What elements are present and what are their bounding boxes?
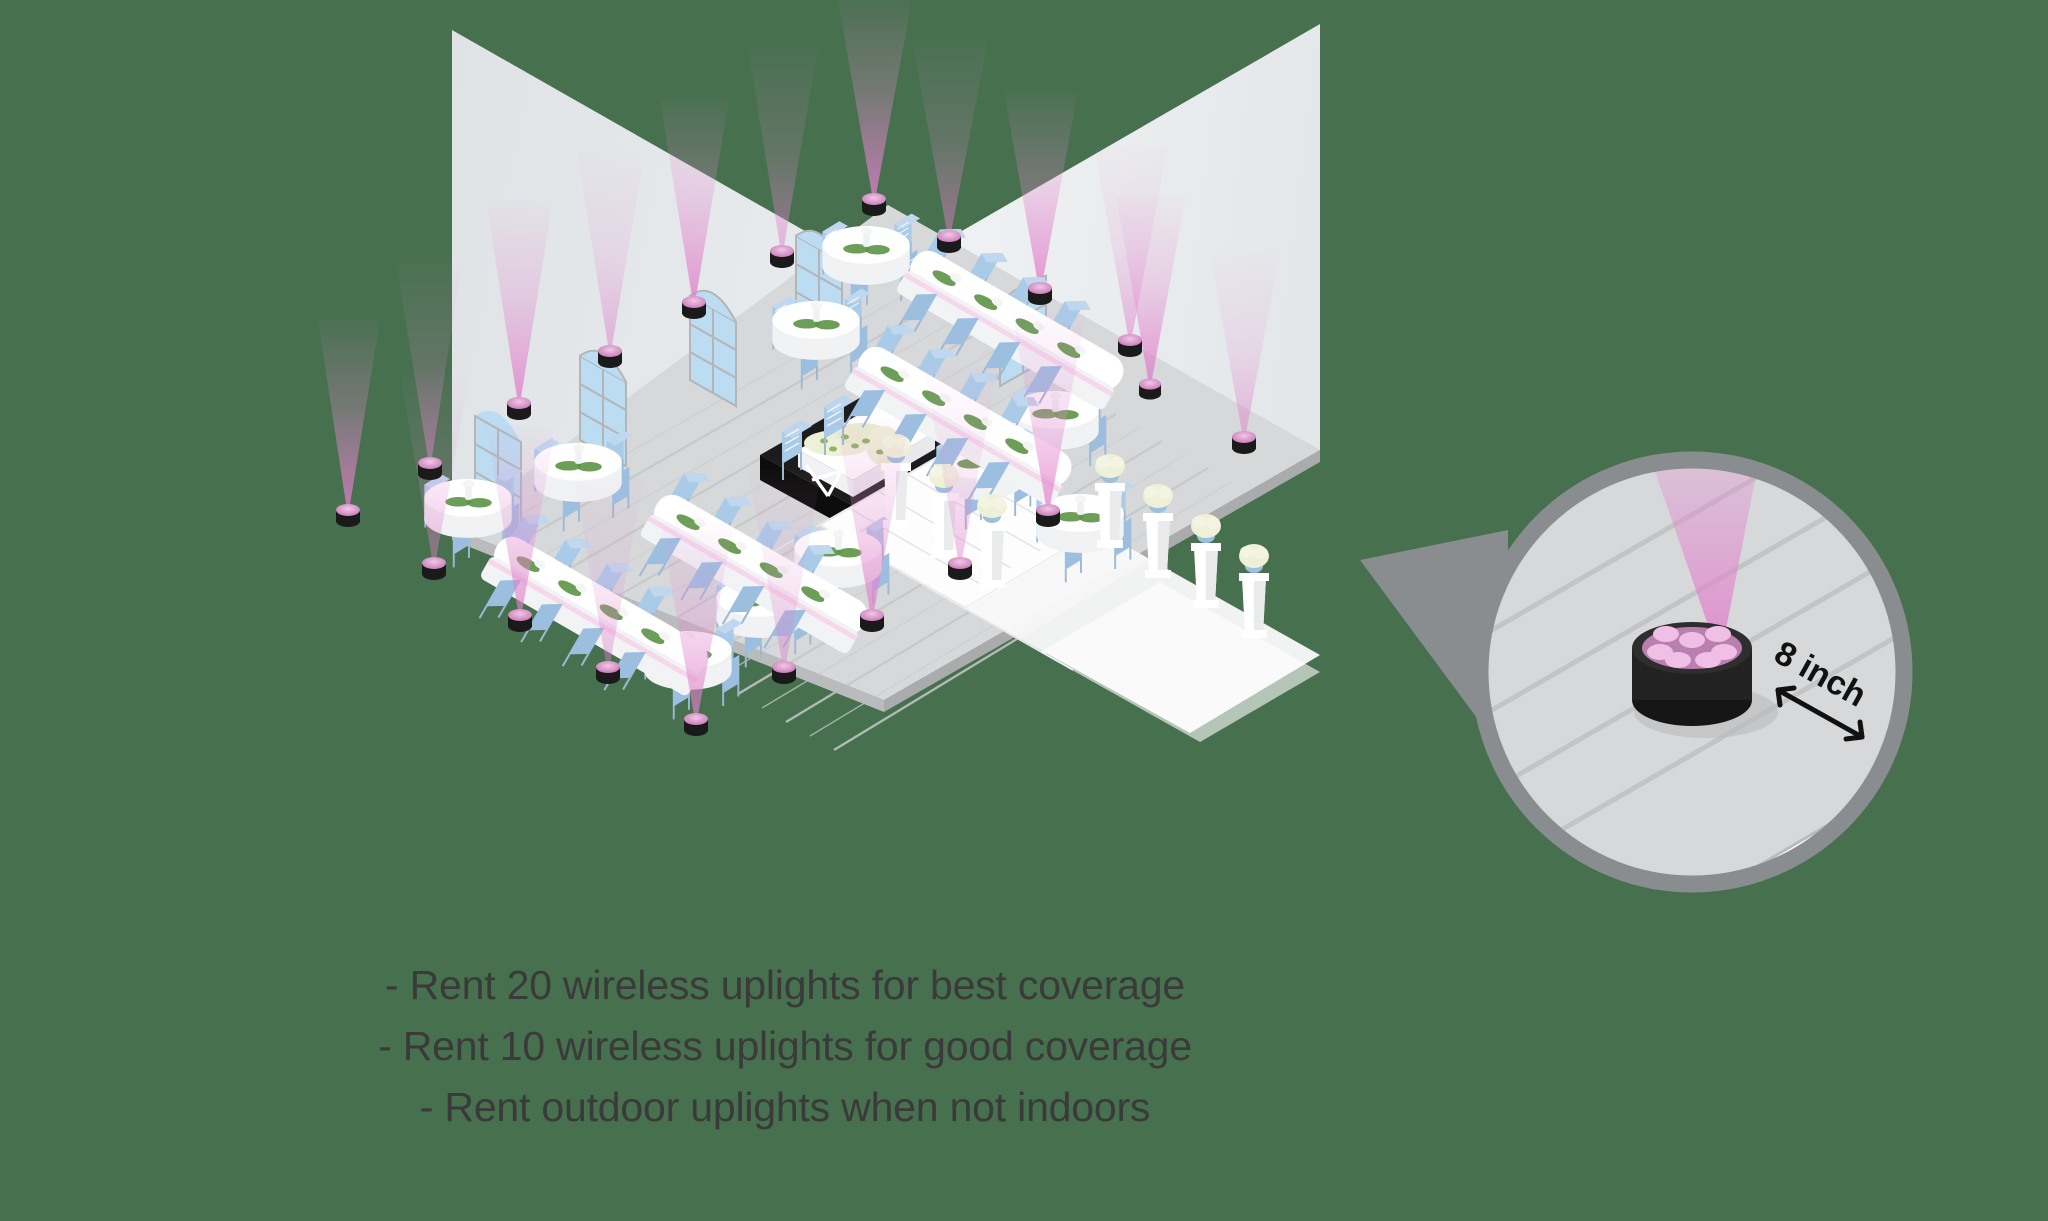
- uplight-fixture: [770, 245, 794, 268]
- uplight-fixture: [682, 296, 706, 319]
- beam: [748, 48, 818, 258]
- uplight-fixture: [598, 345, 622, 368]
- uplight-fixture: [860, 609, 884, 632]
- beam: [912, 40, 988, 243]
- beam: [748, 470, 822, 674]
- uplight-beams-wall: [318, 0, 1280, 517]
- uplight-fixture: [1232, 431, 1256, 454]
- pedestal: [1095, 454, 1125, 548]
- beam: [1004, 92, 1078, 295]
- uplight-fixture: [336, 504, 360, 527]
- uplight-beams-floor: [400, 312, 1086, 726]
- round-table: [822, 213, 921, 315]
- uplight-fixture: [422, 557, 446, 580]
- uplight-fixture: [1139, 378, 1161, 400]
- beam: [838, 0, 912, 206]
- round-table: [772, 288, 871, 390]
- uplight-fixture: [596, 661, 620, 684]
- stage-chair-1: [782, 420, 812, 480]
- beam: [1210, 252, 1280, 444]
- aisle-runner: [965, 530, 1320, 742]
- uplight-fixture: [948, 557, 972, 580]
- dimension-arrow: [1775, 685, 1865, 742]
- uplight-fixture: [1028, 282, 1052, 305]
- beam: [924, 366, 998, 570]
- uplight-fixture: [508, 609, 532, 632]
- beam: [486, 426, 556, 622]
- uplight-fixtures: [336, 193, 1256, 736]
- pedestal: [977, 494, 1007, 588]
- pedestal: [1143, 484, 1173, 578]
- uplight-fixture: [684, 713, 708, 736]
- uplight-fixture: [772, 661, 796, 684]
- beam: [660, 100, 729, 309]
- beam: [660, 522, 734, 726]
- beam: [836, 418, 910, 622]
- beam: [318, 320, 380, 517]
- beam: [1116, 196, 1186, 390]
- pedestal: [1239, 544, 1269, 638]
- uplight-fixture: [418, 457, 442, 480]
- beam: [486, 200, 553, 410]
- beam: [1012, 312, 1086, 517]
- beam: [577, 150, 645, 358]
- uplight-fixture: [937, 230, 961, 253]
- uplight-fixture: [507, 397, 531, 420]
- long-table: [478, 515, 708, 696]
- beam: [574, 478, 644, 674]
- uplight-fixture: [862, 193, 886, 216]
- pedestal: [1191, 514, 1221, 608]
- magnifier-inset: [1471, 451, 1913, 893]
- centerpiece: [843, 226, 890, 255]
- beam: [396, 262, 462, 470]
- magnifier-connector: [1360, 530, 1508, 760]
- uplight-fixture: [1036, 504, 1060, 527]
- uplight-fixture: [1118, 334, 1142, 357]
